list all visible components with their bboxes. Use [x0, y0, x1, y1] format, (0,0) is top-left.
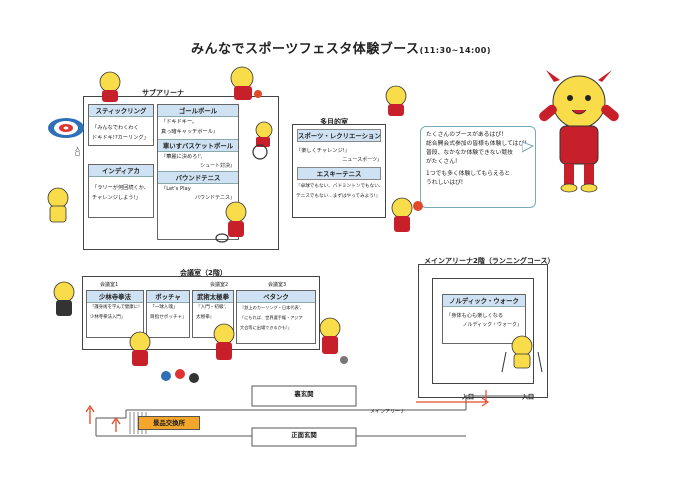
booth-desc: 『卓球でもない、バドミントンでもない、 — [296, 184, 384, 189]
main-arena-corridor-label: メインアリーナ — [370, 409, 406, 415]
booth-desc: ノルディック・ウォーク』 — [462, 322, 522, 328]
front-entrance: 正面玄関 — [291, 431, 317, 439]
speech-text: うれしいはぴ! — [426, 180, 464, 186]
prize-exchange: 景品交換所 — [138, 416, 200, 430]
booth-indiaca: インディアカ 「ラリーが何回続くか、 チャレンジしよう!」 — [88, 164, 154, 218]
speech-text: がたくさん! — [426, 159, 458, 165]
booth-desc: 「護身術を学んで健康に! — [90, 305, 140, 310]
booth-name: 武術太極拳 — [193, 291, 233, 303]
mascot-icon — [213, 323, 235, 360]
mascot-icon — [385, 85, 407, 116]
main-arena-entrance-2: 入口 — [522, 394, 535, 401]
wheelchair-mascot-icon — [252, 121, 273, 160]
booth-name: ノルディック・ウォーク — [443, 295, 525, 307]
mascot-icon — [319, 317, 348, 364]
booth-desc: テニスでもない…まずはやってみよう!』 — [296, 194, 381, 199]
speech-bubble: たくさんのブースがあるはぴ! 総合開会式参加の皆様も体験してはぴ! 普段、なかな… — [420, 126, 536, 208]
booth-taikyoku: 武術太極拳 『入門・初級', 太極拳』 — [192, 290, 234, 338]
back-entrance: 裏玄関 — [294, 390, 314, 398]
meeting-label: 会議室（2階） — [180, 269, 227, 277]
speech-text: 総合開会式参加の皆様も体験してはぴ! — [426, 141, 527, 147]
mascot-icon — [53, 281, 75, 316]
mascot-icon — [230, 66, 262, 100]
booth-name: ゴールボール — [158, 105, 238, 117]
room-label: 会議室3 — [268, 282, 287, 288]
booth-desc: 少林寺拳法入門」 — [90, 315, 126, 320]
mascot-icon — [47, 187, 69, 223]
booth-desc: 「にもれば、世界選手権・アジア — [240, 315, 303, 320]
booth-desc: ニュースポーツ』 — [342, 157, 382, 163]
booth-desc: 『入門・初級', — [196, 305, 227, 310]
booth-name: バウンドテニス — [158, 171, 238, 184]
room-label: 会議室2 — [210, 282, 229, 288]
multipurpose-label: 多目的室 — [320, 118, 348, 126]
speech-text: 普段、なかなか体験できない競技 — [426, 150, 513, 156]
multipurpose-room: スポーツ・レクリエーション 『楽しくチャレンジ!』 ニュースポーツ』 エスキーテ… — [292, 124, 386, 218]
booth-desc: 真っ暗キャッチボール』 — [161, 129, 219, 135]
booth-sticky-ring: スティックリング 「みんなでわくわく ドキドキ!?カーリング」 — [88, 104, 154, 146]
mascot-icon — [129, 331, 151, 366]
mascot-icon — [99, 71, 121, 102]
booth-desc: 『ドキドキー。 — [161, 119, 198, 125]
booth-desc: 「一球入魂」 — [150, 305, 178, 310]
booth-boccia: ボッチャ 「一球入魂」 目指せボッチャ」 — [146, 290, 190, 338]
booth-shorinji: 少林寺拳法 「護身術を学んで健康に! 少林寺拳法入門」 — [86, 290, 144, 338]
booth-column-right: ゴールボール 『ドキドキー。 真っ暗キャッチボール』 車いすバスケットボール 『… — [157, 104, 239, 240]
booth-desc: 「ラリーが何回続くか、 — [92, 185, 149, 191]
room-label: 会議室1 — [100, 282, 119, 288]
mascot-large-icon — [539, 70, 619, 193]
speech-text: 1つでも多く体験してもらえると — [426, 171, 511, 177]
sub-arena-entrance: 入口 — [74, 146, 80, 156]
mascot-icon — [391, 197, 423, 232]
main-arena-entrance-1: 入口 — [462, 394, 475, 401]
floor-plan-lines — [86, 385, 534, 447]
booth-desc: チャレンジしよう!」 — [92, 195, 141, 201]
main-arena-label: メインアリーナ2階（ランニングコース） — [424, 257, 555, 265]
boccia-balls-icon — [161, 369, 199, 383]
tennis-mascot-icon — [215, 201, 247, 243]
booth-name: 車いすバスケットボール — [158, 139, 238, 152]
booth-name: スポーツ・レクリエーション — [297, 129, 381, 142]
booth-petanque: ペタンク 『鉄上のカーリング・日本代表', 「にもれば、世界選手権・アジア 大会… — [236, 290, 316, 344]
curling-target-icon — [48, 118, 84, 138]
booth-desc: 「みんなでわくわく — [92, 125, 139, 131]
booth-name: ペタンク — [237, 291, 315, 303]
booth-desc: 『鉄上のカーリング・日本代表', — [240, 305, 302, 310]
booth-desc: 『Let's Play — [161, 186, 191, 192]
nordic-walk-mascot-icon — [501, 335, 543, 373]
speech-text: たくさんのブースがあるはぴ! — [426, 132, 504, 138]
booth-desc: 太極拳』 — [196, 315, 215, 320]
speech-tail-icon — [522, 141, 534, 153]
booth-desc: 『華麗に決めろ!', — [161, 154, 203, 160]
booth-desc: 目指せボッチャ」 — [150, 315, 187, 320]
booth-desc: 大会等に出場できるかも!」 — [240, 325, 292, 330]
booth-name: インディアカ — [89, 165, 153, 177]
booth-name: エスキーテニス — [297, 167, 381, 180]
booth-name: 少林寺拳法 — [87, 291, 143, 303]
booth-desc: 『身体も心も楽しくなる — [446, 313, 504, 319]
booth-desc: ドキドキ!?カーリング」 — [92, 135, 149, 141]
booth-name: スティックリング — [89, 105, 153, 117]
booth-name: ボッチャ — [147, 291, 189, 303]
booth-nordic-walk: ノルディック・ウォーク 『身体も心も楽しくなる ノルディック・ウォーク』 — [442, 294, 526, 344]
booth-desc: シュート対決』 — [199, 163, 235, 169]
booth-desc: バウンドテニス』 — [194, 195, 235, 201]
page-title: みんなでスポーツフェスタ体験ブース(11:30~14:00) — [190, 42, 492, 57]
sub-arena-label: サブアリーナ — [142, 89, 184, 97]
booth-desc: 『楽しくチャレンジ!』 — [296, 148, 350, 154]
